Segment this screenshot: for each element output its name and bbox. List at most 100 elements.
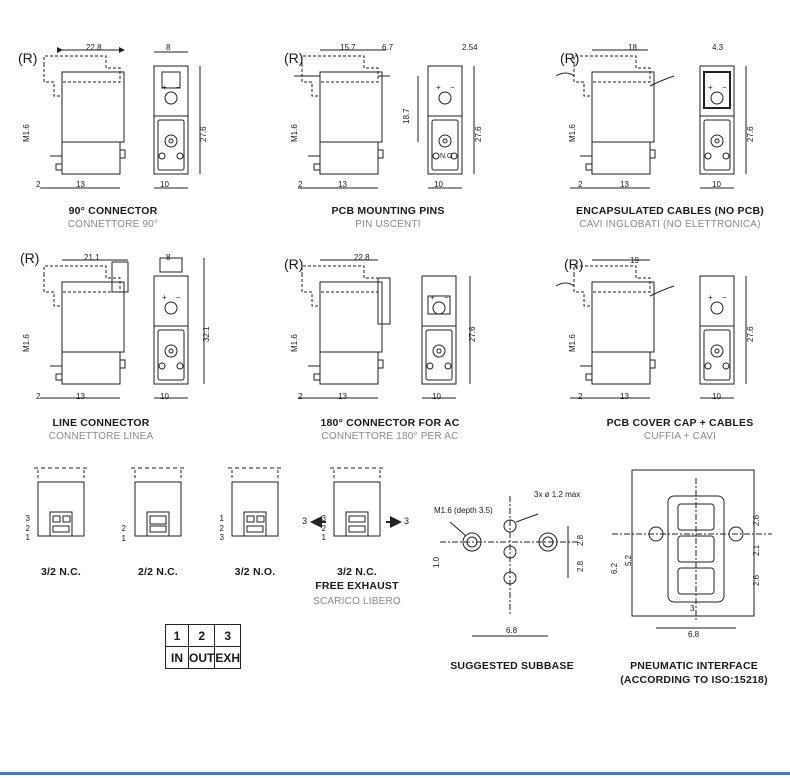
interface-title: PNEUMATIC INTERFACE [630,660,758,672]
suggested-subbase-drawing [440,496,580,637]
view-subtitle: CUFFIA + CAVI [643,431,717,442]
dim-height: 32.1 [202,326,211,342]
view-encapsulated-cables [555,49,747,189]
dim-thread: M1.6 [22,124,31,142]
view-pcb-mounting-pins [294,49,475,189]
dim-height: 27.6 [474,126,483,142]
dim-bottom: 13 [338,392,347,401]
dim-width: 15.7 [340,43,356,52]
view-mark: (R) [564,256,584,272]
view-mark: (R) [18,50,38,66]
view-mark: (R) [284,50,304,66]
dim-width: 22.8 [86,43,102,52]
dim-bottom: 13 [620,180,629,189]
subbase-dim: 6.8 [506,626,518,635]
function-label: 3/2 N.O. [234,566,276,578]
view-mark: (R) [20,250,40,266]
view-title: PCB COVER CAP + CABLES [606,417,754,429]
dim-bottom: 10 [160,392,169,401]
function-label-2: FREE EXHAUST [315,580,399,592]
exhaust-right-label: 3 [404,516,410,526]
subbase-dim: 2.8 [576,560,585,572]
interface-dim: 5.2 [624,554,633,566]
function-free-exhaust [310,467,402,537]
dim-width-front: 8 [166,253,171,262]
front-label: N.O [440,153,453,160]
subbase-title: SUGGESTED SUBBASE [450,660,574,672]
view-line-connector [40,257,205,399]
function-label: 2/2 N.C. [137,566,179,578]
dim-bottom: 2 [36,180,41,189]
view-subtitle: CONNETTORE 90° [67,219,159,230]
view-title: LINE CONNECTOR [52,417,150,429]
dim-bottom: 10 [432,392,441,401]
interface-dim: 3 [690,604,695,613]
legend-name: EXH [214,646,242,669]
function-subtitle: SCARICO LIBERO [313,596,401,607]
view-title: ENCAPSULATED CABLES (NO PCB) [576,205,764,217]
interface-dim: 6.2 [610,562,619,574]
dim-thread: M1.6 [22,334,31,352]
dim-bottom: 10 [712,392,721,401]
view-pcb-cover-cap [555,259,747,399]
function-label: 3/2 N.C. [336,566,378,578]
view-subtitle: PIN USCENTI [355,219,421,230]
legend-number: 1 [165,624,189,647]
exhaust-left-label: 3 [302,516,308,526]
dim-bottom: 10 [160,180,169,189]
bottom-rule [0,772,790,775]
view-title: 90° CONNECTOR [68,205,158,217]
interface-dim: 2.6 [752,574,761,586]
view-title: 180° CONNECTOR FOR AC [320,417,460,429]
dim-width: 18 [628,43,637,52]
view-mark: (R) [560,50,580,66]
port-legend: 1 2 3 IN OUT EXH [165,624,242,669]
view-subtitle: CONNETTORE 180° PER AC [321,431,459,442]
view-subtitle: CAVI INGLOBATI (NO ELETTRONICA) [579,219,761,230]
dim-bottom: 13 [338,180,347,189]
dim-height-2: 18.7 [402,108,411,124]
view-title: PCB MOUNTING PINS [331,205,445,217]
legend-number: 3 [214,624,242,647]
dim-bottom: 2 [298,392,303,401]
dim-width-front: 8 [166,43,171,52]
dim-bottom: 13 [76,180,85,189]
dim-thread: M1.6 [568,124,577,142]
dim-bottom: 2 [298,180,303,189]
dim-thread: M1.6 [290,334,299,352]
subbase-dim: 1.0 [432,556,441,568]
legend-name: OUT [187,646,216,669]
subbase-dim: 2.8 [576,534,585,546]
dim-bottom: 10 [712,180,721,189]
dim-thread: M1.6 [290,124,299,142]
dim-width: 22.8 [354,253,370,262]
dim-bottom: 2 [36,392,41,401]
dim-height: 27.6 [199,126,208,142]
dim-bottom: 13 [620,392,629,401]
view-subtitle: CONNETTORE LINEA [48,431,154,442]
dim-height: 27.6 [746,126,755,142]
dim-pitch: 2.54 [462,43,478,52]
legend-name: IN [165,646,189,669]
dim-width-2: 6.7 [382,43,394,52]
function-3-2-nc [33,467,89,537]
dim-height: 27.6 [746,326,755,342]
dim-width: 19 [630,256,639,265]
interface-subtitle: (ACCORDING TO ISO:15218) [620,674,768,686]
dim-bottom: 13 [76,392,85,401]
view-90-connector [40,47,201,189]
pneumatic-interface-drawing [612,469,772,629]
interface-dim: 6.8 [688,630,700,639]
dim-width: 21.1 [84,253,100,262]
legend-number: 2 [187,624,216,647]
dim-width-2: 4.3 [712,43,724,52]
view-180-connector [298,259,471,399]
dim-height: 27.6 [468,326,477,342]
subbase-thread: M1.6 (depth 3.5) [434,506,493,515]
subbase-holes: 3x ø 1.2 max [534,490,581,499]
